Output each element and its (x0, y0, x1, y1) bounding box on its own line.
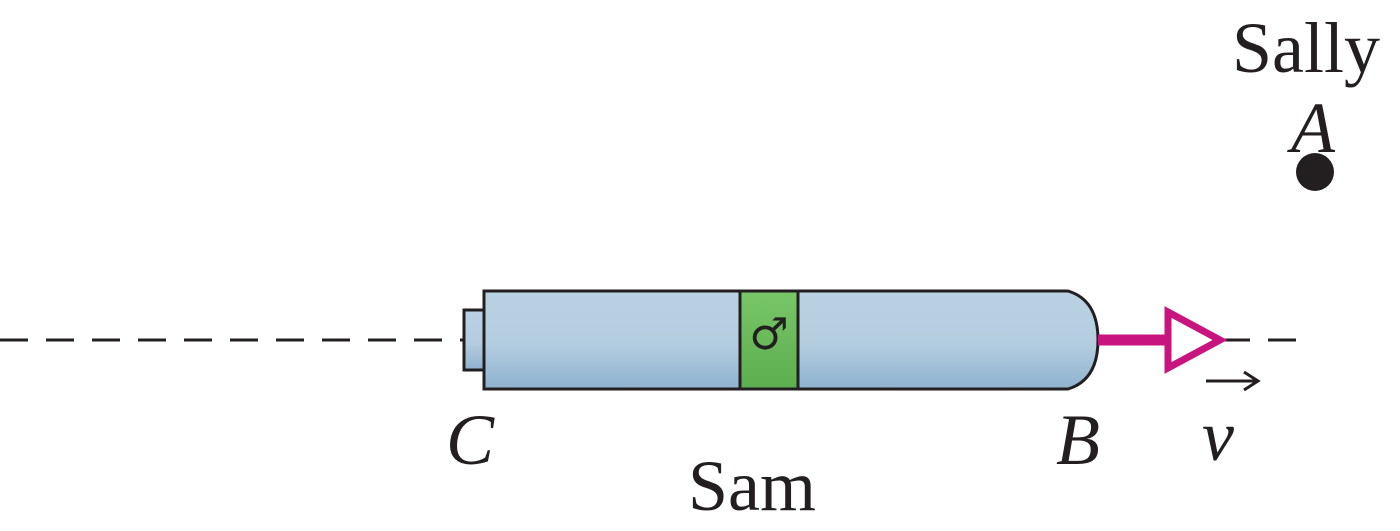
vector-arrow-icon (1206, 370, 1261, 392)
male-symbol-icon: ♂ (749, 309, 789, 360)
ship-center-band (738, 289, 800, 391)
point-b-label: B (1056, 400, 1100, 480)
velocity-label: v (1202, 396, 1234, 476)
sam-label: Sam (688, 446, 817, 526)
ship-rear-nozzle (462, 308, 486, 372)
point-a-label: A (1291, 88, 1335, 168)
sally-label: Sally (1232, 8, 1381, 88)
point-a-dot (1296, 153, 1334, 191)
point-c-label: C (446, 400, 495, 480)
velocity-arrow (1098, 306, 1228, 374)
